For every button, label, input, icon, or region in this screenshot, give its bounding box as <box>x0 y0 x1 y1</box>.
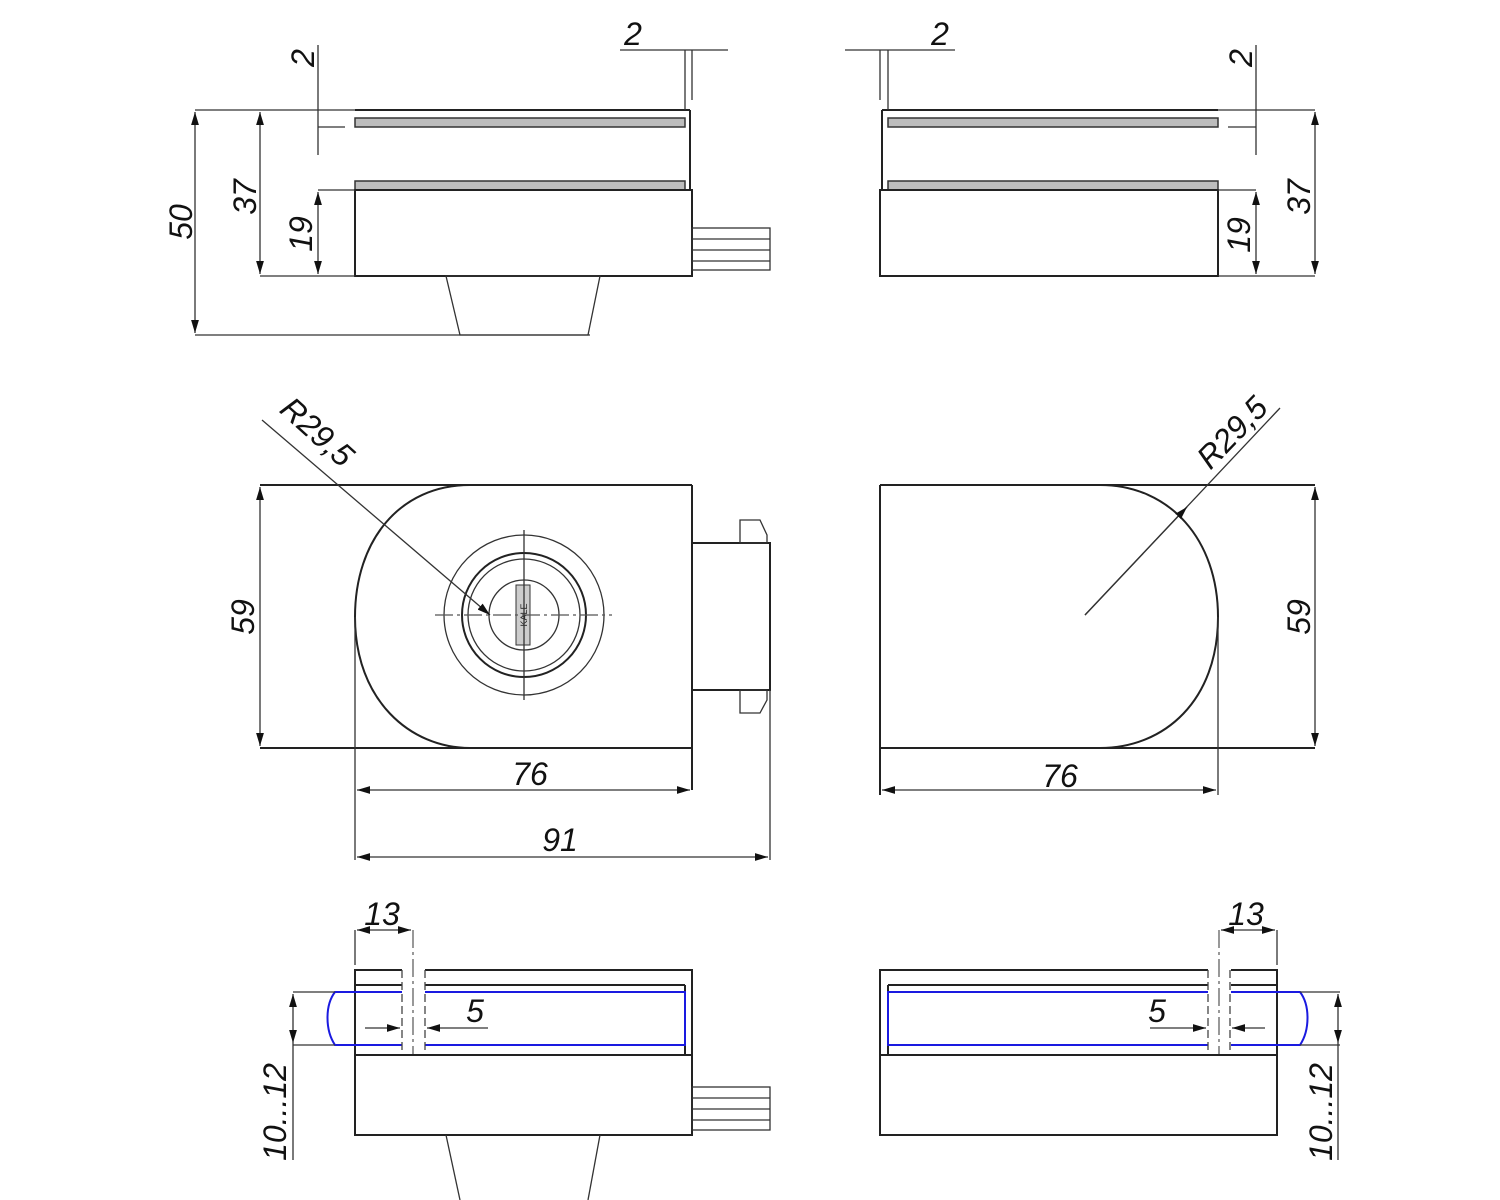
dim-overall-91: 91 <box>542 822 578 858</box>
top-right-view: 2 2 19 37 <box>845 16 1319 277</box>
top-left-view: 50 37 19 2 2 <box>163 16 771 336</box>
handle-base <box>445 275 601 336</box>
dim-gap-vertical: 2 <box>1223 49 1259 68</box>
dim-height-37: 37 <box>1281 178 1317 215</box>
glass-panel <box>887 991 1309 1046</box>
latch-knob <box>691 227 771 271</box>
dim-slot-offset: 13 <box>364 896 400 932</box>
dim-slot-width: 5 <box>1148 993 1166 1029</box>
bottom-left-view: 13 5 10...12 <box>257 896 771 1200</box>
glass-panel <box>326 991 686 1046</box>
dim-glass-thickness: 10...12 <box>1303 1063 1339 1161</box>
front-right-view: R29,5 59 76 <box>879 389 1319 795</box>
dim-height-37: 37 <box>227 178 263 215</box>
dim-height-59: 59 <box>1281 599 1317 635</box>
dim-height-total: 50 <box>163 204 199 240</box>
latch-bolt <box>691 519 771 860</box>
dim-width-76: 76 <box>1042 758 1078 794</box>
dim-radius: R29,5 <box>1189 389 1274 476</box>
dim-gap-horizontal: 2 <box>623 16 642 52</box>
dim-gap-horizontal: 2 <box>930 16 949 52</box>
dim-glass-thickness: 10...12 <box>257 1063 293 1161</box>
bottom-right-view: 13 5 10...12 <box>879 896 1342 1161</box>
dim-width-76: 76 <box>512 756 548 792</box>
lock-cylinder: KALE <box>435 530 612 700</box>
dim-slot-width: 5 <box>466 993 484 1029</box>
dim-radius: R29,5 <box>274 390 362 474</box>
dim-height-19: 19 <box>1221 217 1257 253</box>
dim-gap-vertical: 2 <box>285 49 321 68</box>
front-left-view: KALE R29,5 59 76 91 <box>225 390 771 861</box>
dim-slot-offset: 13 <box>1228 896 1264 932</box>
dim-height-59: 59 <box>225 599 261 635</box>
dim-height-19: 19 <box>283 216 319 252</box>
